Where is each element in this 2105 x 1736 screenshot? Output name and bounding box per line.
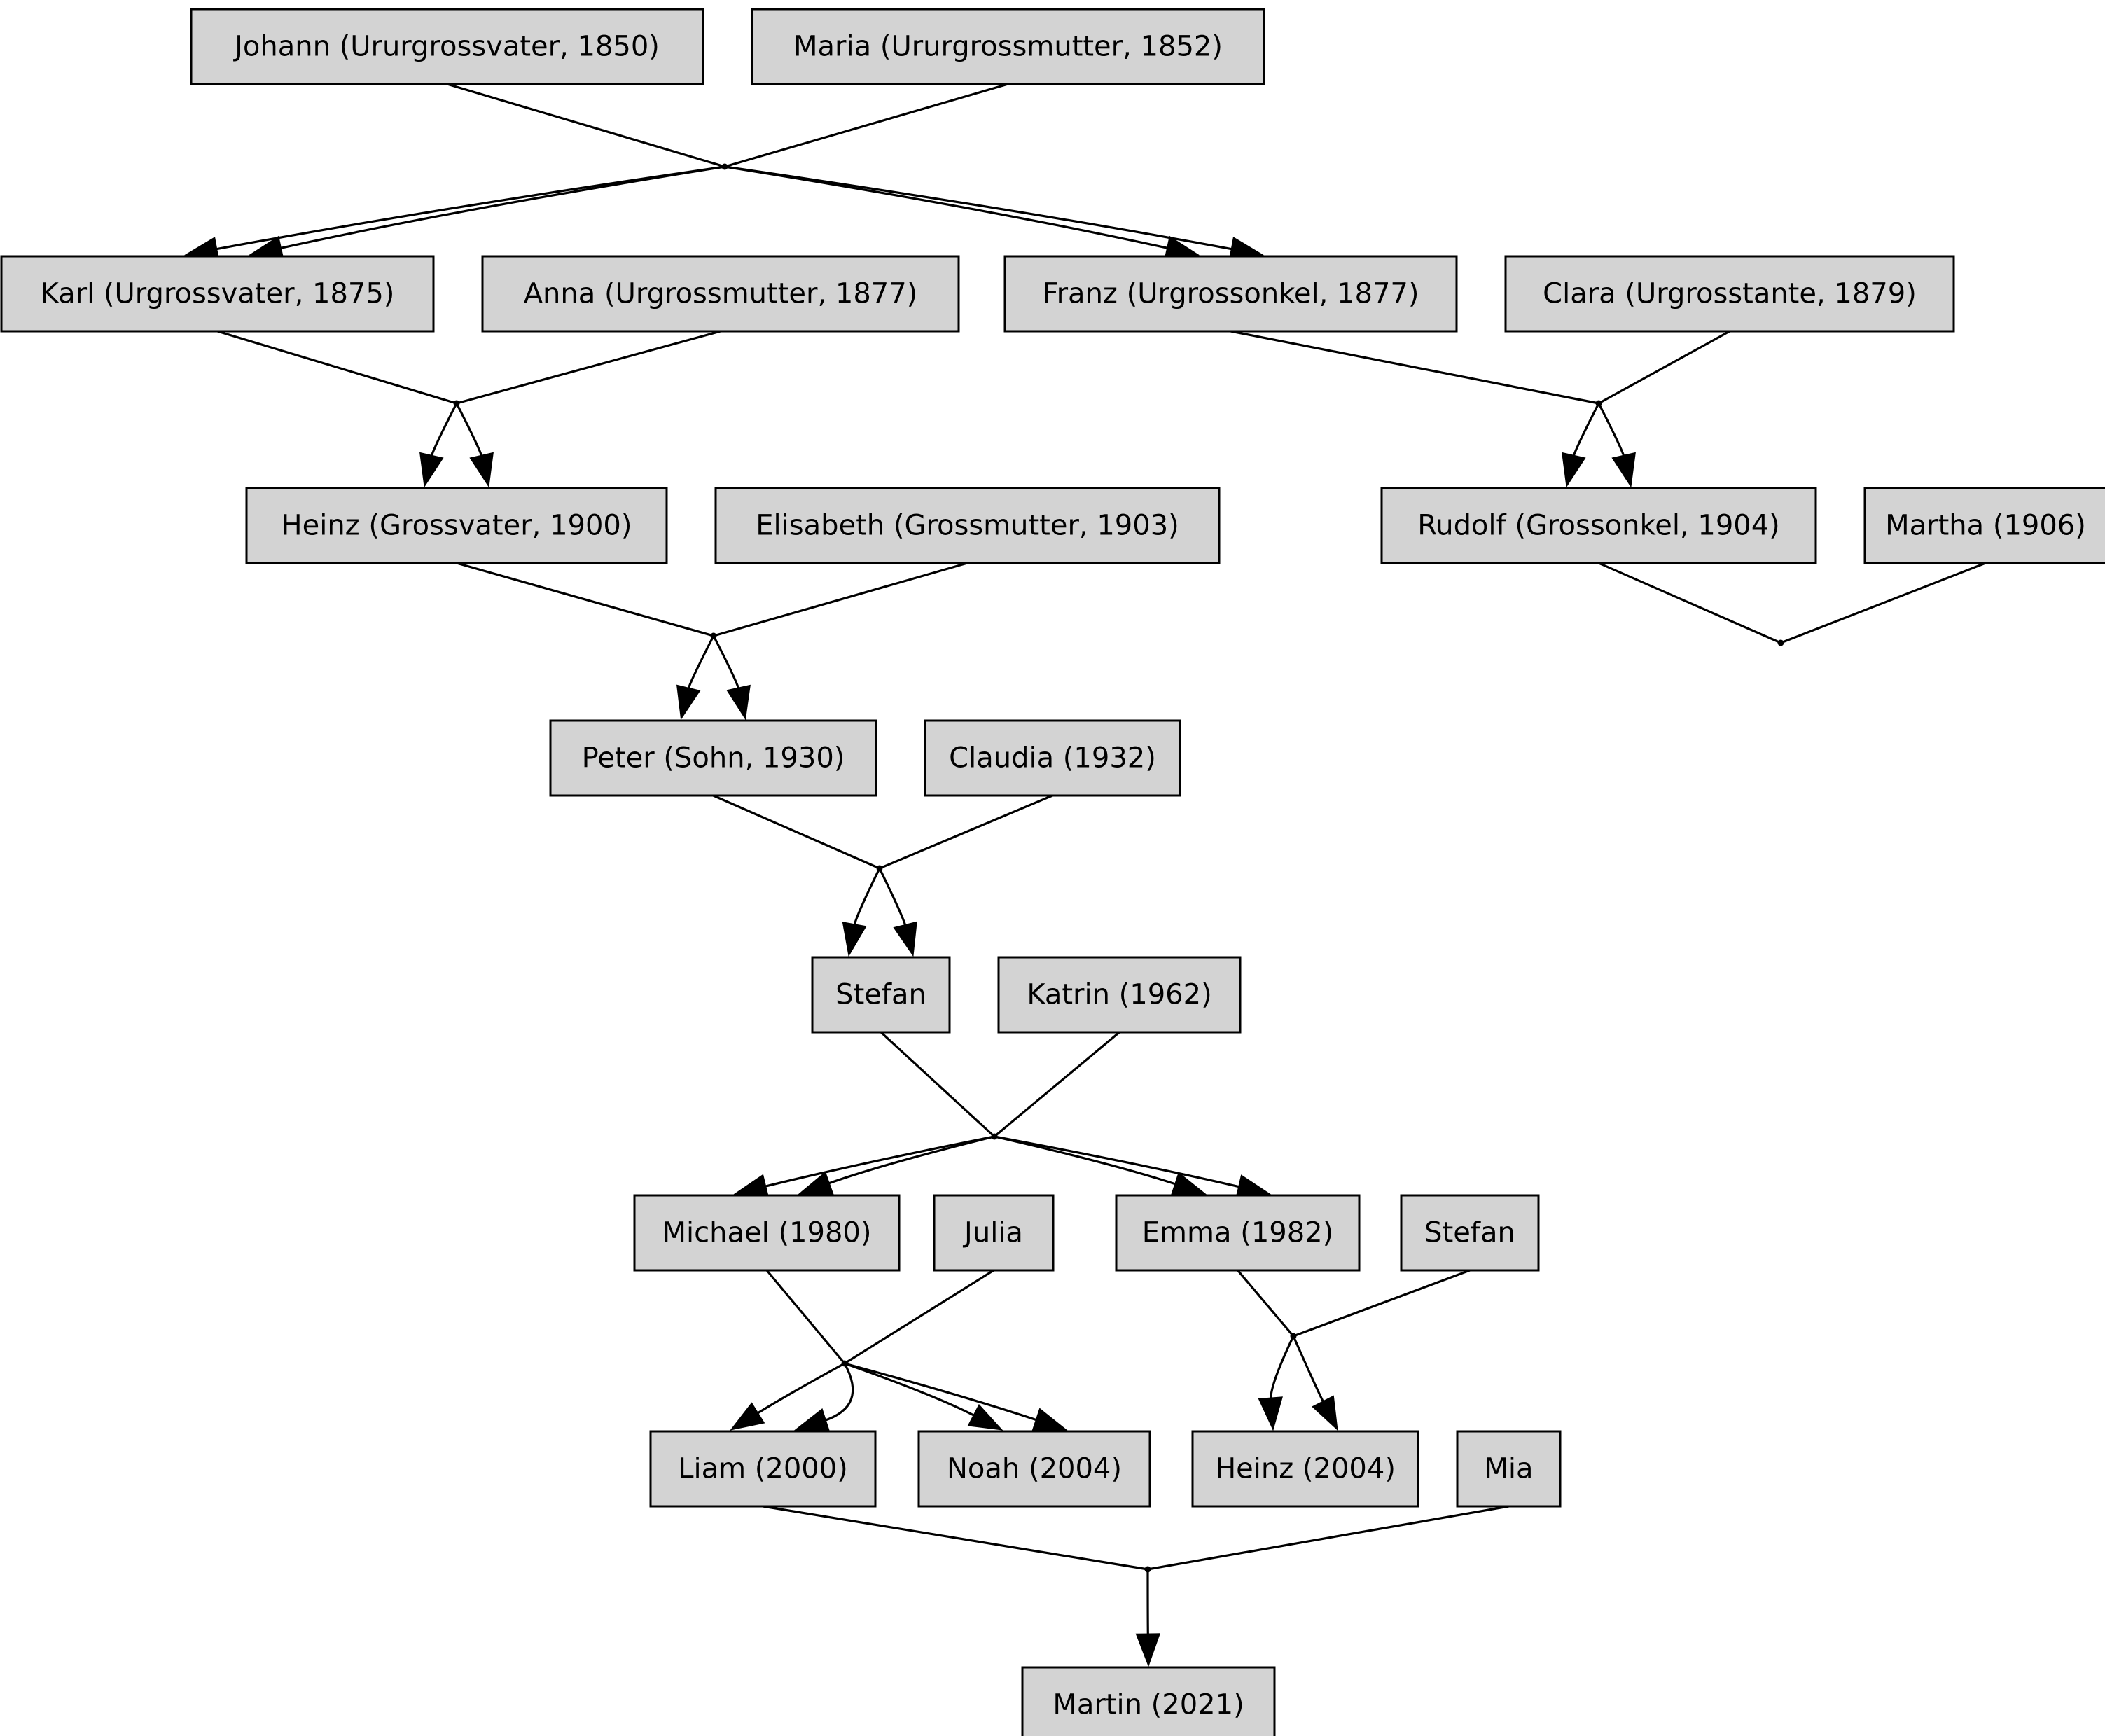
person-node-rudolf[interactable]: Rudolf (Grossonkel, 1904) <box>1380 487 1817 564</box>
person-node-peter[interactable]: Peter (Sohn, 1930) <box>549 719 877 797</box>
person-box[interactable] <box>1504 255 1955 333</box>
person-node-clara[interactable]: Clara (Urgrosstante, 1879) <box>1504 255 1955 333</box>
person-label: Karl (Urgrossvater, 1875) <box>41 278 395 310</box>
person-box[interactable] <box>649 1430 877 1508</box>
person-box[interactable] <box>633 1194 901 1272</box>
person-node-martin[interactable]: Martin (2021) <box>1021 1666 1276 1736</box>
person-box[interactable] <box>549 719 877 797</box>
person-label: Johann (Ururgrossvater, 1850) <box>232 31 660 63</box>
person-box[interactable] <box>1021 1666 1276 1736</box>
person-box[interactable] <box>1863 487 2105 564</box>
person-node-franz[interactable]: Franz (Urgrossonkel, 1877) <box>1003 255 1458 333</box>
person-node-elisabeth[interactable]: Elisabeth (Grossmutter, 1903) <box>714 487 1221 564</box>
person-label: Elisabeth (Grossmutter, 1903) <box>756 510 1179 542</box>
person-node-martha[interactable]: Martha (1906) <box>1863 487 2105 564</box>
person-box[interactable] <box>811 956 951 1034</box>
person-label: Julia <box>962 1217 1023 1249</box>
person-box[interactable] <box>1191 1430 1419 1508</box>
person-label: Heinz (Grossvater, 1900) <box>282 510 632 542</box>
person-label: Katrin (1962) <box>1027 979 1211 1011</box>
person-node-anna[interactable]: Anna (Urgrossmutter, 1877) <box>481 255 960 333</box>
person-label: Maria (Ururgrossmutter, 1852) <box>793 31 1223 63</box>
person-label: Liam (2000) <box>678 1453 848 1485</box>
person-box[interactable] <box>1456 1430 1562 1508</box>
person-label: Mia <box>1484 1453 1533 1485</box>
person-node-johann[interactable]: Johann (Ururgrossvater, 1850) <box>190 8 704 85</box>
person-node-stefan_1[interactable]: Stefan <box>811 956 951 1034</box>
person-label: Stefan <box>835 979 926 1011</box>
person-label: Noah (2004) <box>947 1453 1122 1485</box>
person-label: Peter (Sohn, 1930) <box>582 742 845 775</box>
person-box[interactable] <box>1380 487 1817 564</box>
person-node-heinz_c[interactable]: Heinz (2004) <box>1191 1430 1419 1508</box>
edges-layer <box>184 83 1987 1667</box>
person-box[interactable] <box>1003 255 1458 333</box>
person-box[interactable] <box>917 1430 1151 1508</box>
person-node-liam[interactable]: Liam (2000) <box>649 1430 877 1508</box>
person-box[interactable] <box>1400 1194 1540 1272</box>
person-box[interactable] <box>714 487 1221 564</box>
person-node-maria[interactable]: Maria (Ururgrossmutter, 1852) <box>751 8 1265 85</box>
person-label: Michael (1980) <box>662 1217 872 1249</box>
person-node-karl[interactable]: Karl (Urgrossvater, 1875) <box>0 255 435 333</box>
person-label: Emma (1982) <box>1142 1217 1333 1249</box>
person-node-mia[interactable]: Mia <box>1456 1430 1562 1508</box>
person-node-stefan_2[interactable]: Stefan <box>1400 1194 1540 1272</box>
person-box[interactable] <box>997 956 1242 1034</box>
person-node-emma[interactable]: Emma (1982) <box>1115 1194 1361 1272</box>
person-label: Anna (Urgrossmutter, 1877) <box>524 278 918 310</box>
person-label: Clara (Urgrosstante, 1879) <box>1543 278 1917 310</box>
person-box[interactable] <box>933 1194 1055 1272</box>
person-node-michael[interactable]: Michael (1980) <box>633 1194 901 1272</box>
person-label: Martin (2021) <box>1052 1689 1244 1721</box>
nodes-layer: Johann (Ururgrossvater, 1850) Maria (Urur… <box>0 8 2105 1736</box>
person-box[interactable] <box>1115 1194 1361 1272</box>
person-box[interactable] <box>924 719 1181 797</box>
person-node-noah[interactable]: Noah (2004) <box>917 1430 1151 1508</box>
person-label: Claudia (1932) <box>949 742 1156 775</box>
person-box[interactable] <box>245 487 668 564</box>
person-box[interactable] <box>190 8 704 85</box>
person-node-claudia[interactable]: Claudia (1932) <box>924 719 1181 797</box>
person-label: Rudolf (Grossonkel, 1904) <box>1417 510 1780 542</box>
person-node-julia[interactable]: Julia <box>933 1194 1055 1272</box>
person-label: Franz (Urgrossonkel, 1877) <box>1043 278 1419 310</box>
person-label: Stefan <box>1424 1217 1515 1249</box>
person-box[interactable] <box>751 8 1265 85</box>
person-node-heinz_g[interactable]: Heinz (Grossvater, 1900) <box>245 487 668 564</box>
person-node-katrin[interactable]: Katrin (1962) <box>997 956 1242 1034</box>
person-box[interactable] <box>481 255 960 333</box>
person-label: Martha (1906) <box>1885 510 2086 542</box>
person-box[interactable] <box>0 255 435 333</box>
person-label: Heinz (2004) <box>1215 1453 1396 1485</box>
